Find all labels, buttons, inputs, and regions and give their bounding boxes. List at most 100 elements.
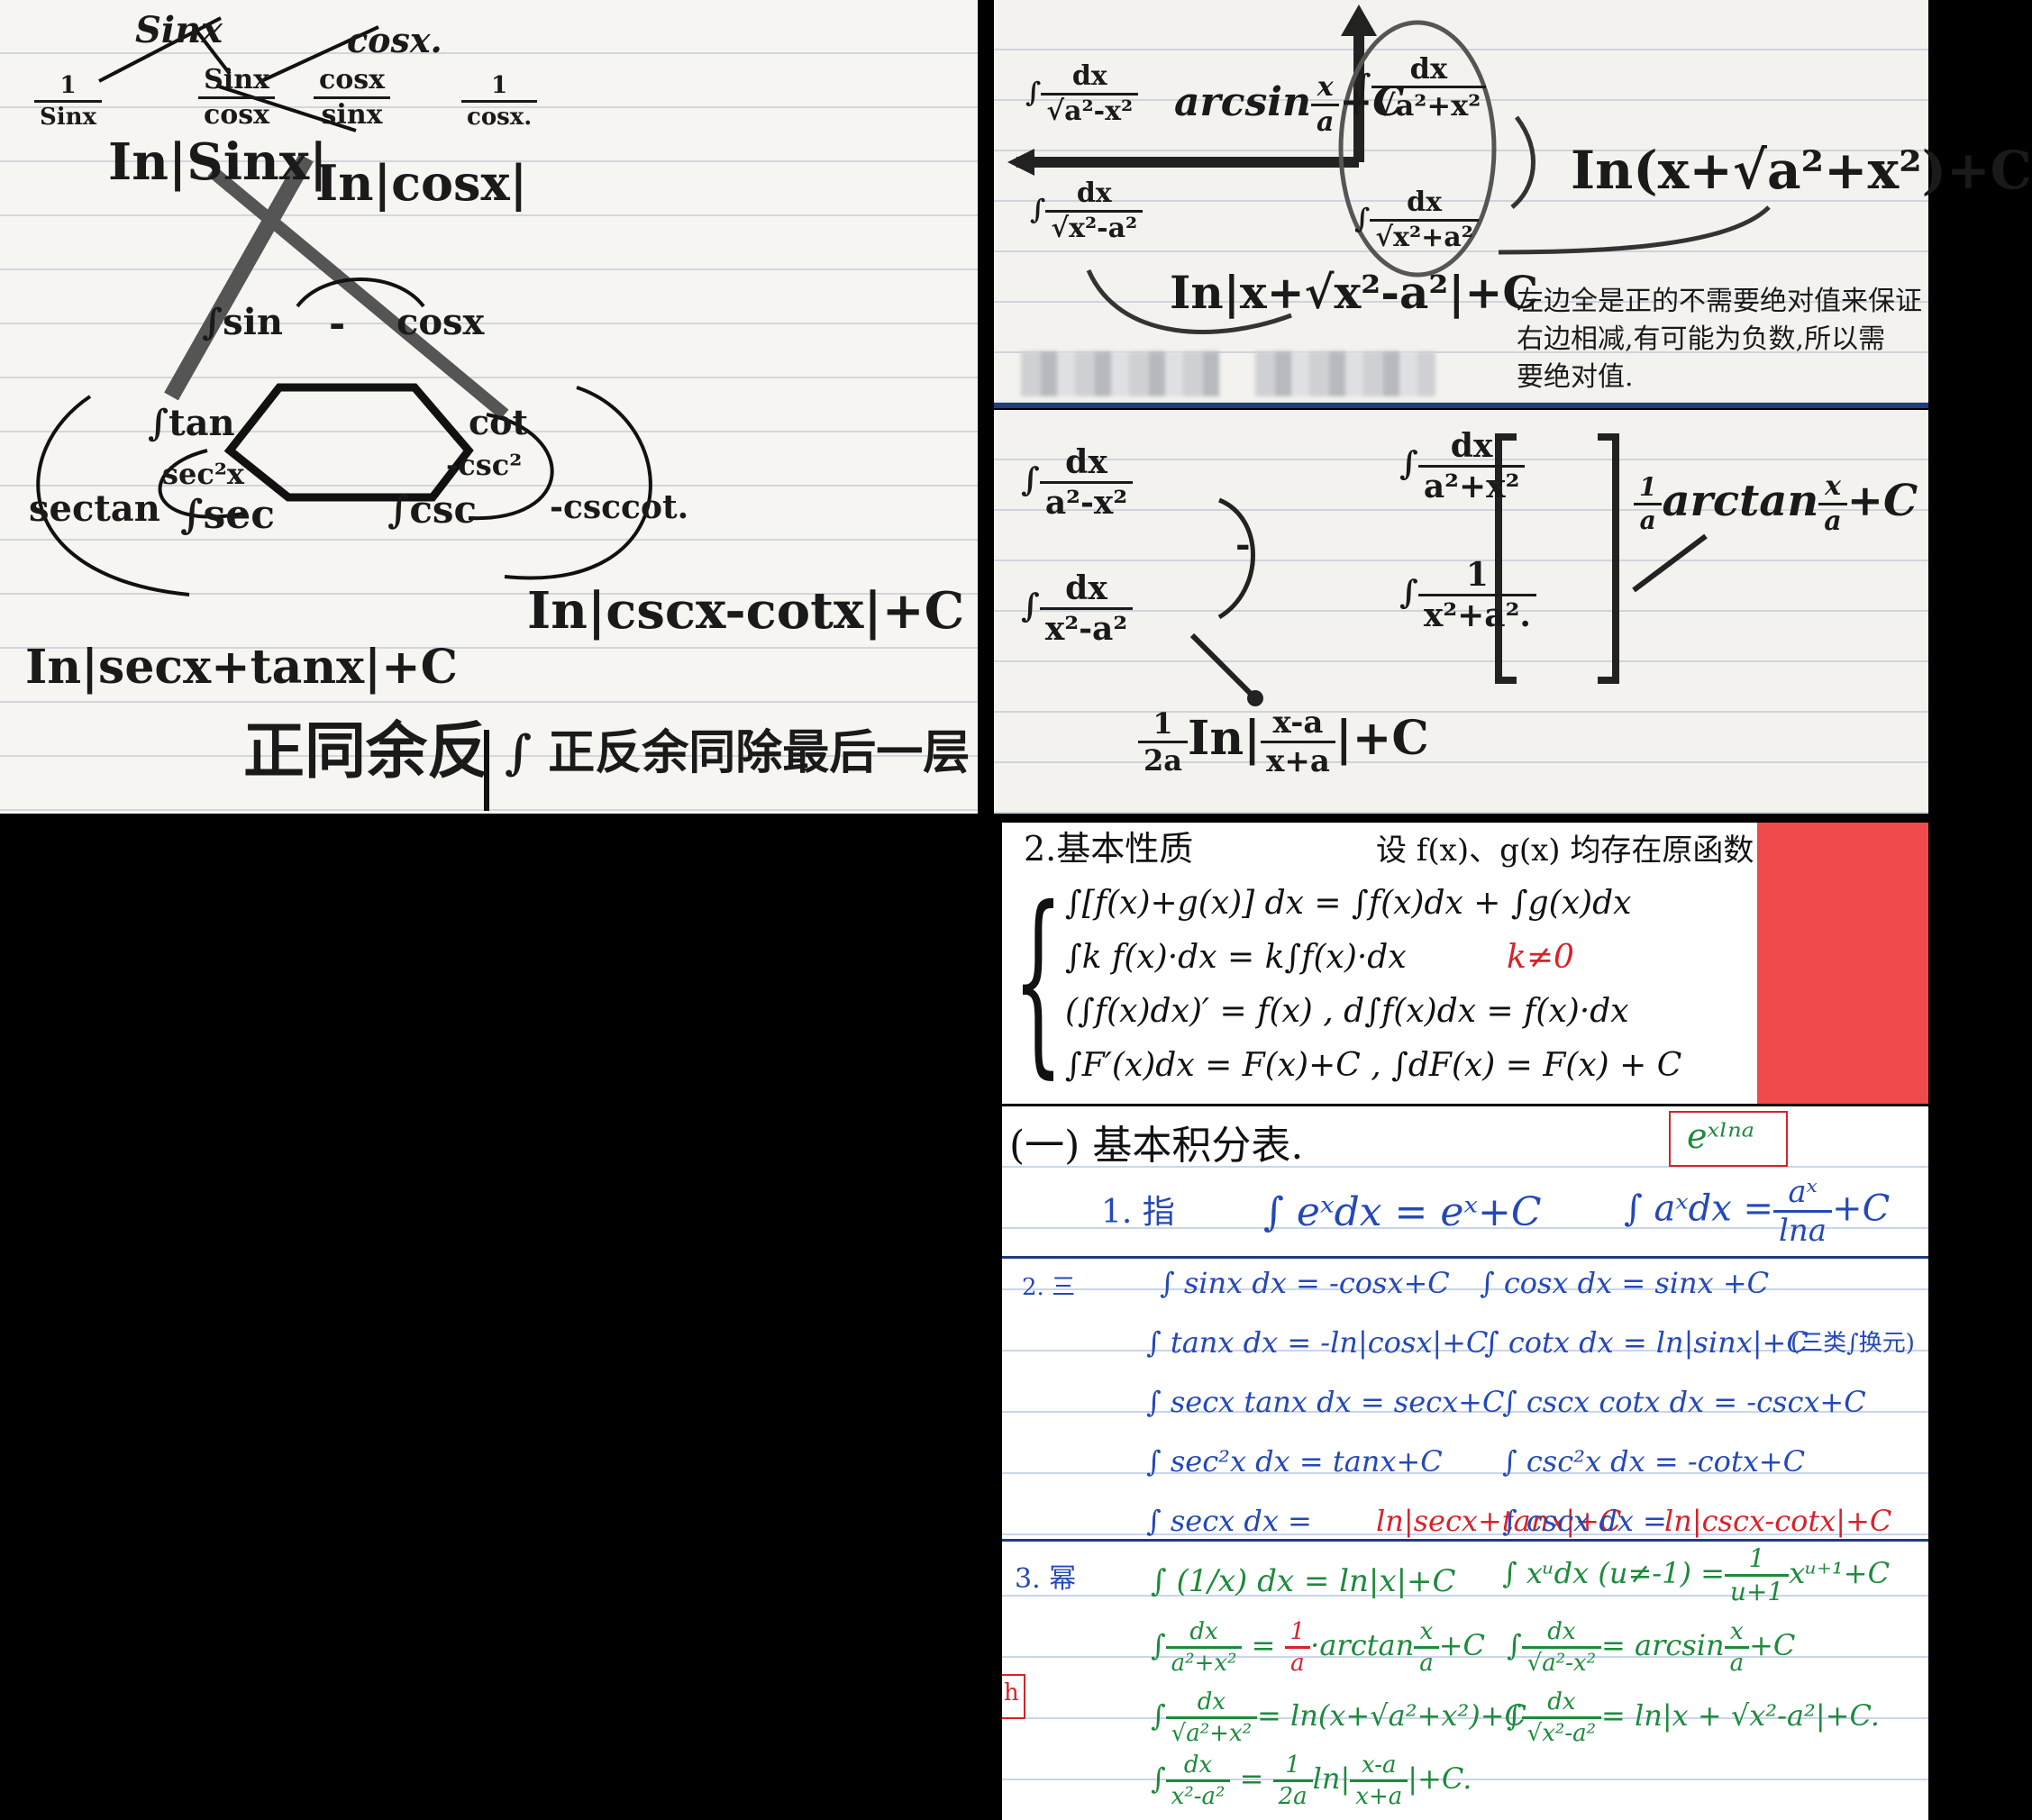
den: x+a bbox=[1266, 743, 1330, 779]
num: x bbox=[1419, 1618, 1434, 1645]
num: dx bbox=[1407, 187, 1443, 218]
num: x-a bbox=[1272, 705, 1324, 741]
pow-row-3-left: ∫dx√a²+x²= ln(x+√a²+x²)+C bbox=[1151, 1688, 1526, 1747]
tr-note-line-3: 要绝对值. bbox=[1517, 361, 1634, 393]
ln-csc-formula: In|cscx-cotx|+C bbox=[527, 581, 965, 641]
den: a bbox=[1419, 1650, 1434, 1677]
den: Sinx bbox=[40, 104, 97, 131]
side-mark-box bbox=[1002, 1674, 1025, 1719]
hex-cot: cot bbox=[469, 402, 529, 442]
trig-label: 2. 三 bbox=[1022, 1274, 1076, 1301]
pow-row-1-left: ∫ (1/x) dx = ln|x|+C bbox=[1151, 1563, 1456, 1599]
pow4-c: |+C. bbox=[1408, 1761, 1472, 1796]
table-title: (一) 基本积分表. bbox=[1009, 1123, 1304, 1169]
trig-csc-result: ln|cscx-cotx|+C bbox=[1664, 1504, 1892, 1538]
num: dx bbox=[1071, 60, 1107, 92]
num: 1 bbox=[1639, 472, 1657, 502]
tr-int-x2+a2: ∫dx√x²+a² bbox=[1354, 189, 1479, 251]
boxed-note bbox=[1669, 1111, 1788, 1167]
num: aˣ bbox=[1788, 1174, 1818, 1210]
den: x²-a² bbox=[1044, 610, 1128, 648]
hex-int-csc: ∫csc bbox=[387, 487, 478, 532]
exp2-c: +C bbox=[1832, 1188, 1891, 1230]
den: 2a bbox=[1278, 1783, 1308, 1810]
pow3-right: = ln|x + √x²-a²|+C. bbox=[1601, 1698, 1880, 1733]
trig-left-3: ∫ secx tanx dx = secx+C bbox=[1146, 1385, 1505, 1419]
den: 2a bbox=[1144, 743, 1182, 778]
num: 1 bbox=[1289, 1618, 1306, 1645]
pow-row-3-right: ∫dx√x²-a²= ln|x + √x²-a²|+C. bbox=[1507, 1688, 1880, 1747]
den: a²+x² bbox=[1423, 468, 1520, 505]
den: a bbox=[1290, 1650, 1305, 1677]
num: x bbox=[1730, 1618, 1744, 1645]
exp2-left: ∫ aˣdx = bbox=[1624, 1188, 1773, 1230]
num: x bbox=[1317, 71, 1334, 103]
den: x+a bbox=[1355, 1783, 1403, 1810]
num: dx bbox=[1409, 51, 1448, 86]
trig-right-4: ∫ csc²x dx = -cotx+C bbox=[1502, 1444, 1806, 1479]
num: 1 bbox=[1285, 1752, 1300, 1779]
den: a²-x² bbox=[1044, 484, 1128, 522]
num: dx bbox=[1189, 1618, 1218, 1645]
tr-int-x2-a2: ∫dx√x²-a² bbox=[1030, 177, 1144, 244]
den: a bbox=[1824, 505, 1842, 537]
num: dx bbox=[1065, 443, 1107, 481]
den: √x²+a² bbox=[1375, 222, 1473, 253]
hex-minus: - bbox=[329, 301, 346, 347]
props-row-4: ∫F′(x)dx = F(x)+C , ∫dF(x) = F(x) + C bbox=[1065, 1047, 1682, 1084]
label-cosx: cosx. bbox=[347, 20, 442, 60]
tr-note-line-1: 左边全是正的不需要绝对值来保证 bbox=[1517, 286, 1922, 317]
panel-basic-properties: 2.基本性质 设 f(x)、g(x) 均存在原函数 { ∫[f(x)+g(x)]… bbox=[1002, 823, 1928, 1104]
num: cosx bbox=[319, 64, 386, 96]
den: √a²+x² bbox=[1171, 1720, 1253, 1747]
exp-label: 1. 指 bbox=[1101, 1194, 1175, 1231]
trig-sec-result: ln|secx+tanx|+C bbox=[1376, 1504, 1622, 1538]
den: √x²-a² bbox=[1051, 213, 1138, 244]
trig-left-5: ∫ secx dx = bbox=[1146, 1504, 1312, 1538]
pow2-right-c: +C bbox=[1749, 1628, 1796, 1662]
pow1-tail: xᵘ⁺¹+C bbox=[1789, 1556, 1891, 1590]
num: 1 bbox=[1748, 1543, 1765, 1573]
num: dx bbox=[1450, 427, 1493, 465]
den: x²-a² bbox=[1171, 1783, 1226, 1810]
hex-csc2: -csc² bbox=[446, 448, 523, 482]
pow2-c: +C bbox=[1438, 1628, 1485, 1662]
num: x bbox=[1825, 470, 1841, 502]
abs-plus-c: |+C bbox=[1335, 711, 1429, 766]
tr-ln-abs: In|x+√x²-a²|+C bbox=[1170, 266, 1539, 319]
sqrt-arrows bbox=[994, 5, 1928, 408]
side-csccot: -csccot. bbox=[550, 488, 689, 526]
pow-label: 3. 幂 bbox=[1015, 1563, 1077, 1595]
den: √a²-x² bbox=[1046, 96, 1134, 127]
exp-row-1: ∫ eˣdx = eˣ+C bbox=[1263, 1189, 1542, 1235]
trig-left-1: ∫ sinx dx = -cosx+C bbox=[1160, 1266, 1450, 1300]
num: dx bbox=[1183, 1752, 1213, 1779]
props-row-2: ∫k f(x)·dx = k∫f(x)·dx bbox=[1065, 939, 1407, 976]
trig-left-2: ∫ tanx dx = -ln|cosx|+C bbox=[1146, 1325, 1489, 1360]
panel-integral-table: (一) 基本积分表. eˣˡⁿᵃ 1. 指 ∫ eˣdx = eˣ+C ∫ aˣ… bbox=[1002, 1106, 1928, 1820]
den: u+1 bbox=[1729, 1577, 1784, 1606]
den: √a²-x² bbox=[1526, 1650, 1597, 1677]
den: x²+a². bbox=[1423, 596, 1531, 634]
pow4-ln: ln| bbox=[1312, 1761, 1351, 1796]
num: dx bbox=[1197, 1688, 1226, 1715]
plus-c: +C bbox=[1846, 476, 1918, 526]
den: cosx. bbox=[467, 104, 533, 131]
den: sinx bbox=[321, 99, 383, 131]
num: dx bbox=[1076, 177, 1112, 209]
trig-right-1: ∫ cosx dx = sinx +C bbox=[1480, 1266, 1770, 1300]
hexagon-sketch bbox=[36, 16, 652, 811]
